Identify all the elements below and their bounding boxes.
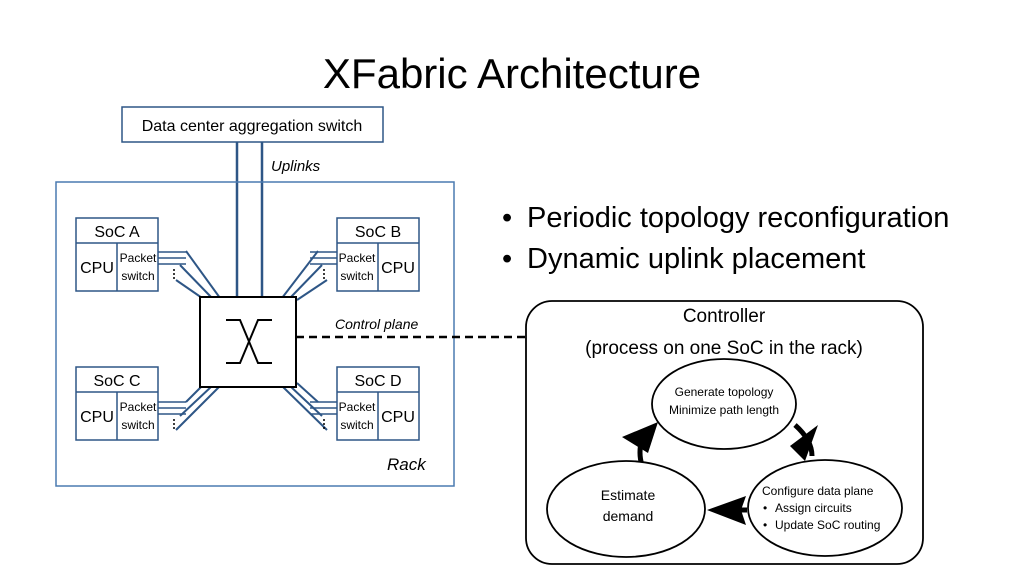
control-plane-label: Control plane — [335, 316, 418, 332]
soc-d: SoC D CPU Packet switch — [310, 366, 420, 441]
cycle-arrows — [622, 422, 818, 525]
soc-c: SoC C CPU Packet switch — [75, 366, 186, 441]
generate-line1: Generate topology — [675, 385, 774, 399]
arrow-up-icon — [622, 422, 658, 453]
estimate-line2: demand — [603, 508, 654, 524]
soc-b-cpu: CPU — [381, 260, 415, 277]
configure-item2: Update SoC routing — [775, 518, 880, 532]
estimate-demand-node — [546, 460, 706, 558]
bullet-text: Periodic topology reconfiguration — [527, 202, 950, 234]
soc-d-label: SoC D — [354, 373, 401, 390]
soc-c-switch-line1: Packet — [120, 400, 157, 414]
controller-subtitle: (process on one SoC in the rack) — [585, 338, 863, 359]
bullet-text: Dynamic uplink placement — [527, 243, 866, 275]
bullet-item: •Dynamic uplink placement — [502, 243, 866, 275]
crossbar-icon — [226, 319, 272, 364]
soc-a-label: SoC A — [94, 224, 140, 241]
uplinks-label: Uplinks — [271, 158, 321, 175]
configure-item1: Assign circuits — [775, 501, 852, 515]
arrow-left-icon — [707, 496, 746, 525]
aggregation-switch-label: Data center aggregation switch — [142, 118, 363, 135]
soc-a-switch-line1: Packet — [120, 251, 157, 265]
soc-d-cpu: CPU — [381, 409, 415, 426]
rack-label: Rack — [387, 455, 427, 474]
soc-b-switch-line2: switch — [340, 269, 373, 283]
soc-c-label: SoC C — [93, 373, 140, 390]
controller-title: Controller — [683, 306, 766, 327]
rack-box — [55, 181, 455, 487]
estimate-line1: Estimate — [601, 487, 656, 503]
soc-b-label: SoC B — [355, 224, 401, 241]
page-title: XFabric Architecture — [323, 50, 701, 97]
soc-c-cpu: CPU — [80, 409, 114, 426]
generate-topology-node — [651, 358, 797, 450]
arrow-down-icon — [790, 425, 818, 461]
soc-links — [175, 250, 328, 431]
configure-bullet2: • — [763, 518, 767, 532]
uplink-lines — [235, 142, 264, 298]
soc-d-switch-line1: Packet — [339, 400, 376, 414]
soc-d-switch-line2: switch — [340, 418, 373, 432]
soc-a-switch-line2: switch — [121, 269, 154, 283]
configure-bullet1: • — [763, 501, 767, 515]
aggregation-switch-box — [121, 106, 384, 143]
generate-line2: Minimize path length — [669, 403, 779, 417]
soc-c-switch-line2: switch — [121, 418, 154, 432]
configure-data-plane-node — [747, 459, 903, 557]
bullet-list: •Periodic topology reconfiguration •Dyna… — [500, 198, 949, 280]
soc-b: SoC B CPU Packet switch — [310, 217, 420, 292]
bullet-item: •Periodic topology reconfiguration — [502, 202, 950, 234]
soc-a: SoC A CPU Packet switch — [75, 217, 186, 292]
soc-a-cpu: CPU — [80, 260, 114, 277]
configure-line1: Configure data plane — [762, 484, 874, 498]
soc-b-switch-line1: Packet — [339, 251, 376, 265]
